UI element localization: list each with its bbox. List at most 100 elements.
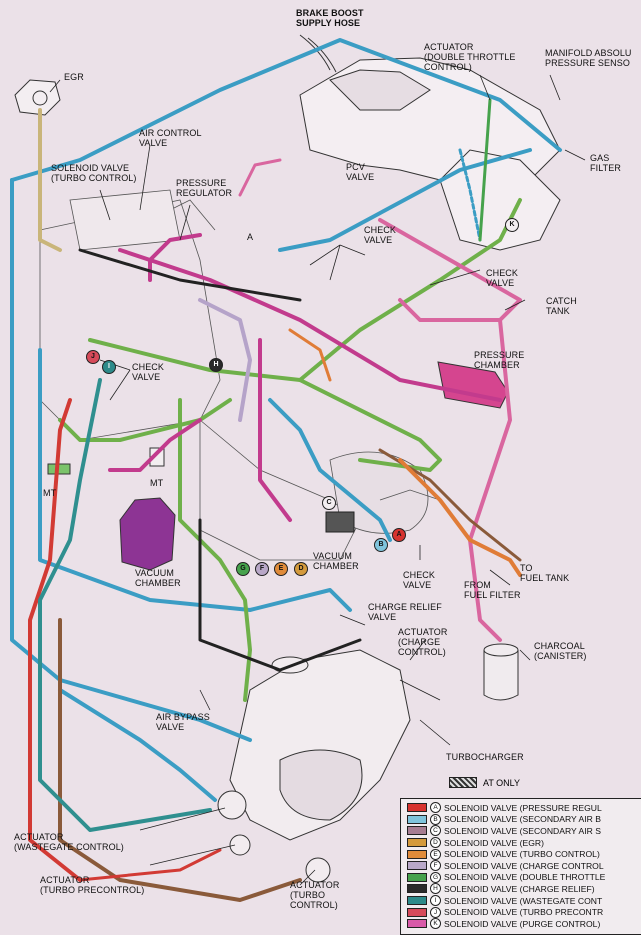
legend-swatch	[407, 907, 427, 917]
mt-part-center	[149, 447, 165, 467]
marker-i: I	[102, 360, 116, 374]
hose-magenta-left	[108, 418, 202, 472]
hose-green-long	[88, 338, 442, 472]
legend-swatch	[407, 838, 427, 848]
legend-swatch	[407, 803, 427, 813]
hose-lavender	[198, 298, 252, 422]
legend-swatch	[407, 861, 427, 871]
label-mt-center: MT	[150, 478, 164, 488]
legend-letter: J	[430, 906, 441, 918]
vacuum-chamber-left	[119, 497, 176, 571]
hose-blue-bottom	[58, 688, 217, 802]
hose-black-relief	[198, 518, 362, 672]
legend-letter: A	[430, 802, 441, 814]
hose-brown-long	[58, 618, 302, 902]
marker-g: G	[236, 562, 250, 576]
legend-swatch	[407, 919, 427, 929]
legend-text: SOLENOID VALVE (TURBO CONTROL)	[444, 849, 600, 860]
hose-orange-fuel	[398, 458, 522, 577]
hose-red-turbo	[78, 848, 222, 882]
legend-text: SOLENOID VALVE (WASTEGATE CONT	[444, 895, 603, 906]
legend-letter: E	[430, 848, 441, 860]
legend-text: SOLENOID VALVE (TURBO PRECONTR	[444, 907, 604, 918]
legend-text: SOLENOID VALVE (DOUBLE THROTTLE	[444, 872, 606, 883]
legend-letter: G	[430, 871, 441, 883]
marker-j: J	[86, 350, 100, 364]
marker-k: K	[505, 218, 519, 232]
legend-letter: D	[430, 837, 441, 849]
hose-magenta-inner	[258, 338, 292, 522]
marker-c: C	[322, 496, 336, 510]
legend-letter: I	[430, 895, 441, 907]
vacuum-chamber-right	[325, 511, 355, 533]
legend-letter: C	[430, 825, 441, 837]
hose-egr	[38, 108, 62, 252]
hatch-swatch	[449, 777, 477, 788]
hose-green-throttle	[478, 98, 492, 242]
legend-swatch	[407, 884, 427, 894]
hose-blue-lower	[268, 398, 392, 542]
hose-teal-wastegate	[38, 378, 212, 832]
at-only-label: AT ONLY	[483, 777, 521, 788]
hose-red-left	[28, 398, 82, 882]
legend-text: SOLENOID VALVE (CHARGE RELIEF)	[444, 883, 595, 894]
legend-letter: K	[430, 918, 441, 930]
hose-blue-right	[278, 148, 532, 252]
legend-letter: H	[430, 883, 441, 895]
marker-e: E	[274, 562, 288, 576]
marker-b: B	[374, 538, 388, 552]
legend-text: SOLENOID VALVE (CHARGE CONTROL	[444, 860, 604, 871]
legend-swatch	[407, 849, 427, 859]
legend-swatch	[407, 814, 427, 824]
at-only-key: AT ONLY	[449, 777, 520, 788]
hose-pink-purge	[378, 218, 522, 322]
label-egr: EGR	[64, 72, 84, 82]
label-charcoal-canister: CHARCOAL(CANISTER)	[534, 641, 587, 661]
legend-text: SOLENOID VALVE (PURGE CONTROL)	[444, 918, 601, 929]
egr-valve	[14, 79, 61, 116]
label-mt-left: MT	[43, 488, 57, 498]
legend-text: SOLENOID VALVE (SECONDARY AIR S	[444, 825, 601, 836]
charcoal-canister	[483, 643, 519, 701]
hose-green-left	[58, 398, 232, 442]
hose-magenta-main	[118, 248, 502, 402]
marker-d: D	[294, 562, 308, 576]
hose-pink-right	[468, 318, 512, 642]
legend-swatch	[407, 826, 427, 836]
label-a-marker: A	[247, 232, 254, 242]
legend-text: SOLENOID VALVE (SECONDARY AIR B	[444, 814, 601, 825]
hose-dashed-throttle	[458, 148, 482, 242]
legend-swatch	[407, 872, 427, 882]
label-solenoid-turbo: SOLENOID VALVE(TURBO CONTROL)	[51, 163, 137, 183]
hose-black-top	[78, 248, 302, 302]
legend-letter: F	[430, 860, 441, 872]
